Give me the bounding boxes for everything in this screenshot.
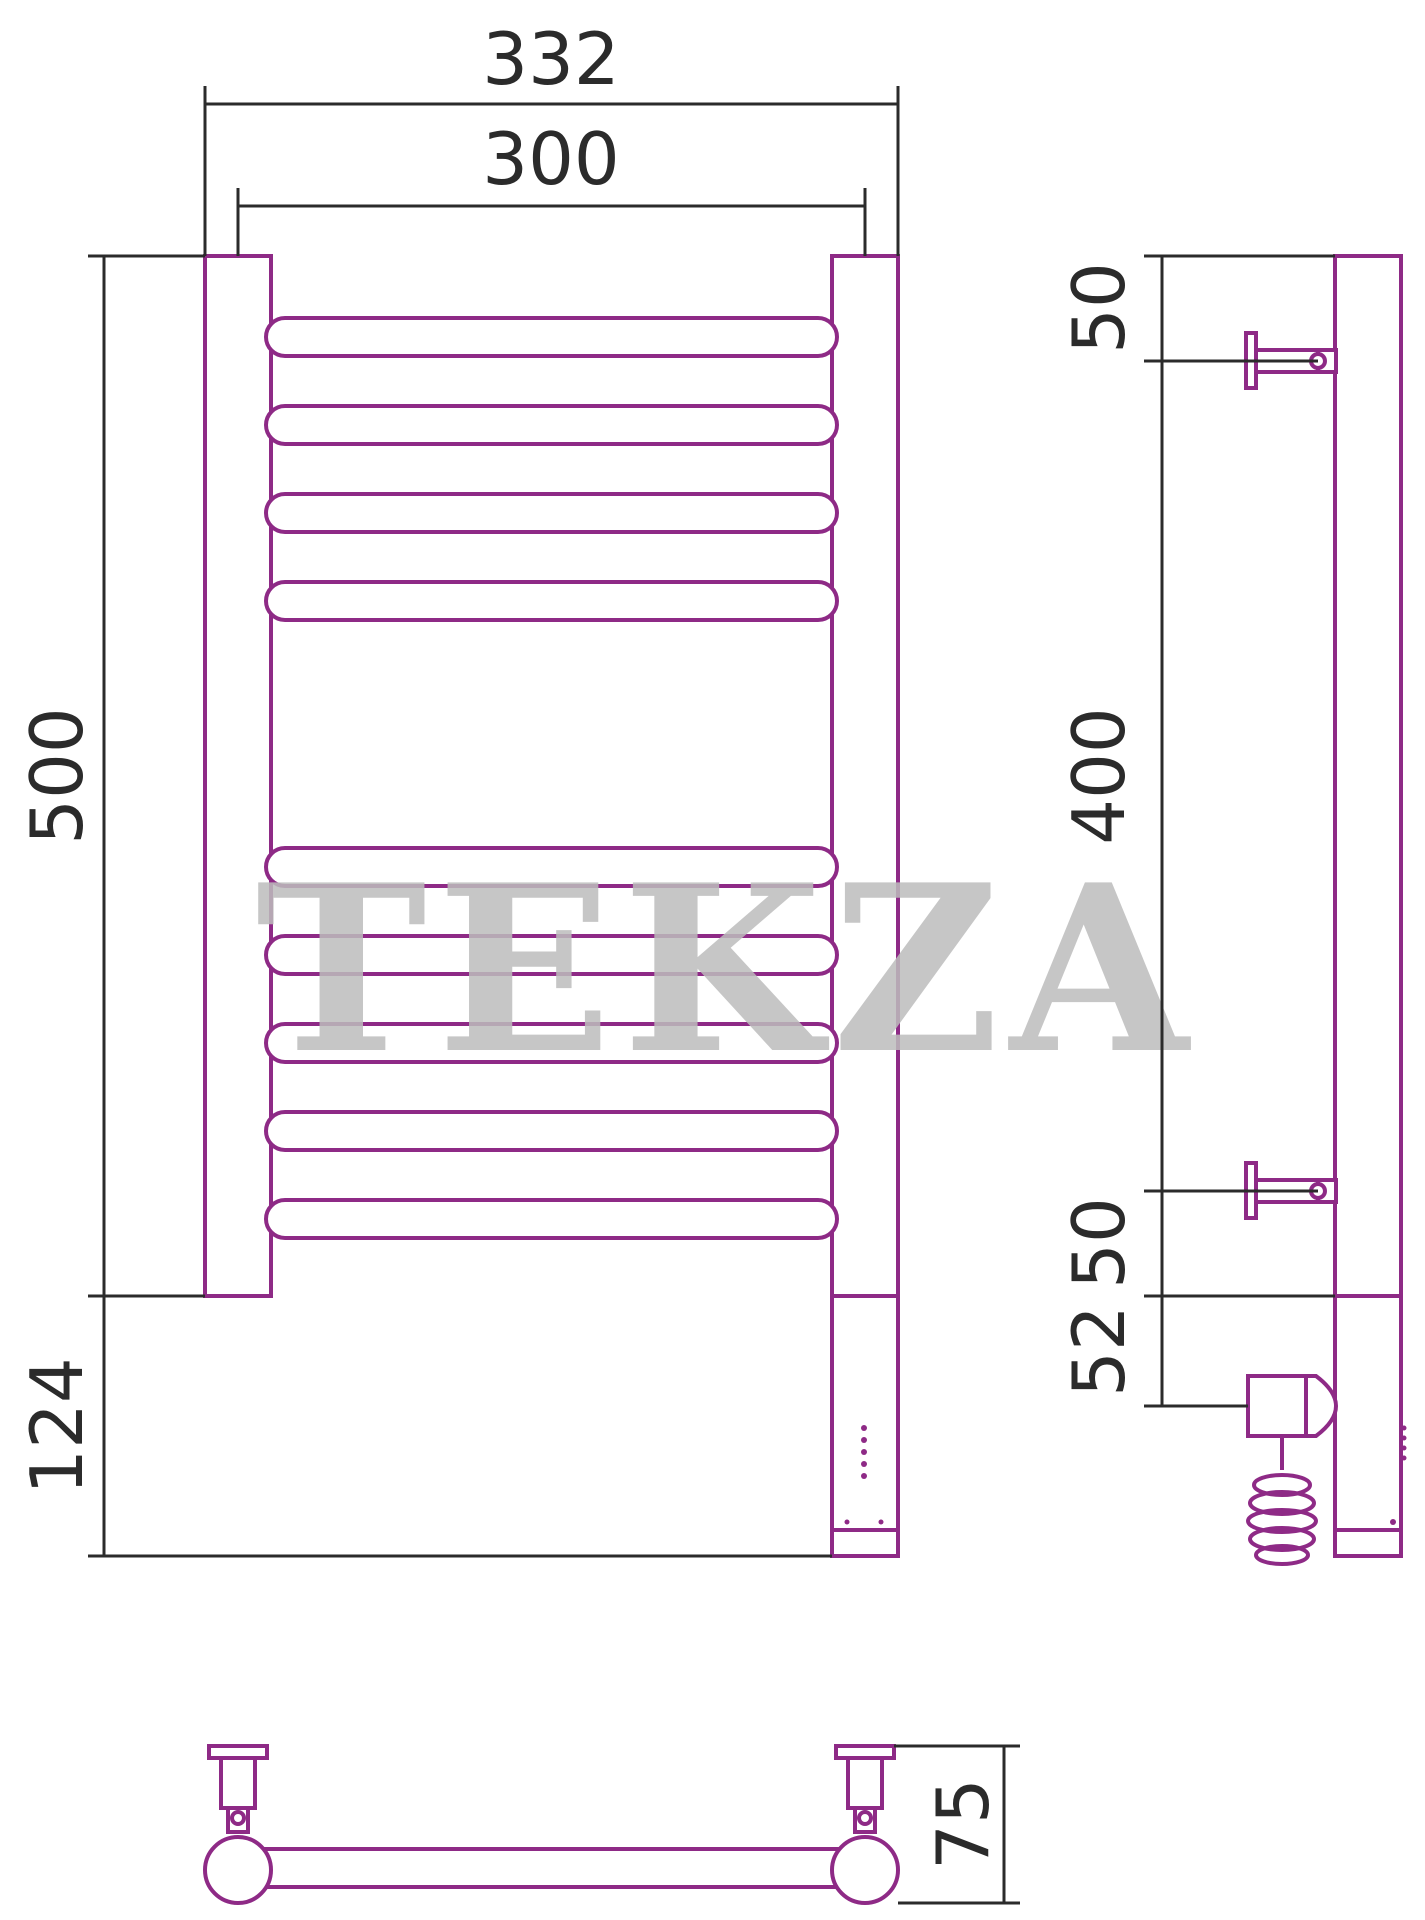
side-dimensions: 50 400 50 52 bbox=[1057, 254, 1335, 1408]
rung bbox=[264, 492, 839, 534]
rung bbox=[264, 1110, 839, 1152]
post-section bbox=[830, 1835, 900, 1905]
rung bbox=[264, 1198, 839, 1240]
dim-overall-width: 332 bbox=[203, 17, 900, 256]
watermark: TEKZA bbox=[256, 835, 1199, 1105]
dim-label-axis-width: 300 bbox=[482, 117, 619, 201]
side-heater-dots bbox=[1390, 1425, 1407, 1525]
dim-depth: 75 bbox=[894, 1744, 1020, 1905]
heating-element bbox=[1246, 1374, 1338, 1566]
dim-label-depth: 75 bbox=[921, 1778, 1005, 1870]
rung bbox=[264, 580, 839, 622]
dim-height: 500 bbox=[15, 254, 205, 1556]
rung bbox=[264, 316, 839, 358]
rung bbox=[264, 934, 839, 976]
heater-indicator-dots bbox=[844, 1425, 884, 1525]
dim-axis-width: 300 bbox=[236, 117, 867, 256]
heater-block bbox=[1246, 1374, 1338, 1438]
dim-label-top-offset: 50 bbox=[1057, 262, 1141, 354]
side-heater-housing bbox=[1333, 1294, 1403, 1558]
front-view: 332 300 500 124 bbox=[15, 17, 900, 1558]
lower-rungs bbox=[264, 846, 839, 1240]
left-post bbox=[203, 254, 273, 1298]
dim-label-overall-width: 332 bbox=[482, 17, 619, 101]
side-view: 50 400 50 52 bbox=[1057, 254, 1407, 1566]
mount-screw-icon bbox=[857, 1810, 873, 1826]
mount-stem bbox=[846, 1756, 884, 1810]
rung bbox=[264, 846, 839, 888]
dim-label-element-offset: 52 bbox=[1057, 1305, 1141, 1397]
rung bbox=[264, 1022, 839, 1064]
top-right-mount bbox=[830, 1744, 900, 1905]
dim-label-lower-offset: 50 bbox=[1057, 1197, 1141, 1289]
dim-label-mount-spacing: 400 bbox=[1057, 707, 1141, 844]
right-post bbox=[830, 254, 900, 1298]
mount-stem bbox=[219, 1756, 257, 1810]
mount-screw-icon bbox=[230, 1810, 246, 1826]
rung bbox=[264, 404, 839, 446]
top-left-mount bbox=[203, 1744, 273, 1905]
dim-label-bottom-offset: 124 bbox=[15, 1357, 99, 1494]
top-view: 75 bbox=[203, 1744, 1020, 1905]
dim-label-height: 500 bbox=[15, 707, 99, 844]
dim-bottom-offset: 124 bbox=[15, 1357, 832, 1558]
upper-rungs bbox=[264, 316, 839, 622]
post-section bbox=[203, 1835, 273, 1905]
coiled-cable-icon bbox=[1246, 1473, 1318, 1566]
top-rung bbox=[236, 1847, 867, 1889]
side-rail bbox=[1333, 254, 1403, 1298]
